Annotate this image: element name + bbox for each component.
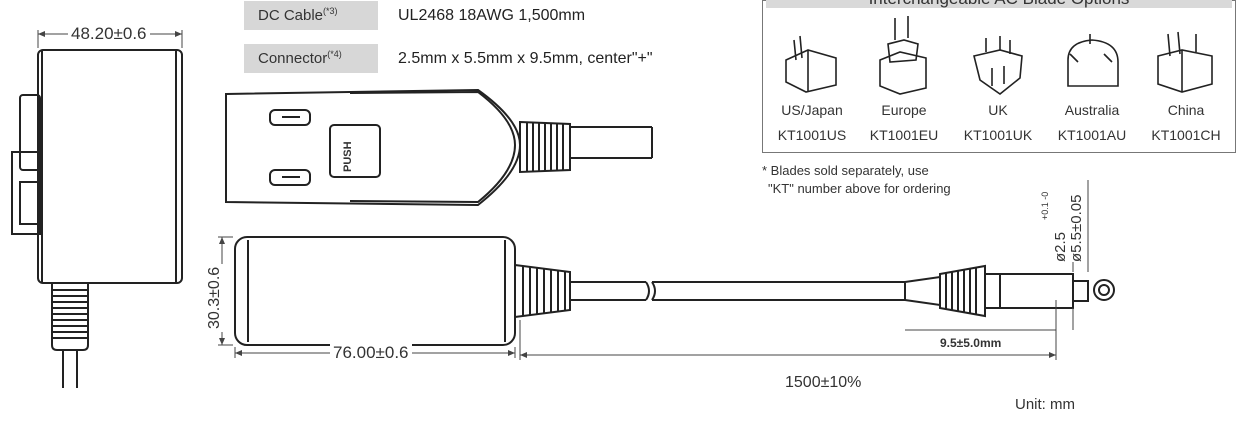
dc-cable-value: UL2468 18AWG 1,500mm — [398, 7, 586, 24]
blade-name-europe: Europe — [881, 102, 927, 118]
plug-length-dimension-line — [905, 300, 1057, 335]
blade-note-line-2: "KT" number above for ordering — [768, 181, 951, 196]
connector-label: Connector(*4) — [244, 44, 378, 73]
push-button-label: PUSH — [342, 141, 354, 172]
blade-options-title: Interchangeable AC Blade Options — [766, 0, 1232, 8]
connector-value: 2.5mm x 5.5mm x 9.5mm, center"+" — [398, 50, 653, 67]
blade-note-line-1: * Blades sold separately, use — [762, 163, 929, 178]
blade-code-uk: KT1001UK — [963, 127, 1033, 143]
inner-diameter-tolerance: +0.1 -0 — [1040, 191, 1050, 220]
blade-name-uk: UK — [988, 102, 1008, 118]
uk-blade-icon — [973, 36, 1023, 95]
blade-code-china: KT1001CH — [1151, 127, 1221, 143]
plug-length-dimension: 9.5±5.0mm — [940, 336, 1002, 350]
inner-diameter-dimension: ø2.5 — [1052, 231, 1069, 262]
adapter-top-view — [225, 88, 653, 207]
blade-code-australia: KT1001AU — [1057, 127, 1127, 143]
adapter-front-view — [234, 236, 1089, 346]
length-dimension: 76.00±0.6 — [330, 343, 412, 363]
dc-cable-footnote: (*3) — [323, 6, 338, 16]
europe-blade-icon — [879, 16, 927, 95]
outer-diameter-dimension: ø5.5±0.05 — [1068, 194, 1085, 262]
china-blade-icon — [1157, 31, 1213, 93]
height-dimension: 30.3±0.6 — [206, 263, 224, 332]
connector-footnote: (*4) — [327, 49, 342, 59]
blade-code-us-japan: KT1001US — [777, 127, 847, 143]
barrel-connector-end-view — [1093, 279, 1115, 301]
connector-label-text: Connector — [258, 50, 328, 67]
unit-label: Unit: mm — [1012, 396, 1078, 413]
cable-length-dimension: 1500±10% — [782, 374, 865, 392]
blade-name-china: China — [1167, 102, 1205, 118]
dc-cable-label-text: DC Cable — [258, 7, 324, 24]
depth-dimension: 48.20±0.6 — [68, 24, 150, 44]
blade-code-europe: KT1001EU — [869, 127, 939, 143]
side-cable-strain-relief — [51, 283, 89, 388]
blade-name-us-japan: US/Japan — [781, 102, 843, 118]
dc-cable-label: DC Cable(*3) — [244, 1, 378, 30]
us-japan-blade-icon — [785, 35, 837, 93]
adapter-side-view — [11, 49, 183, 284]
blade-name-australia: Australia — [1064, 102, 1120, 118]
australia-blade-icon — [1067, 34, 1119, 87]
